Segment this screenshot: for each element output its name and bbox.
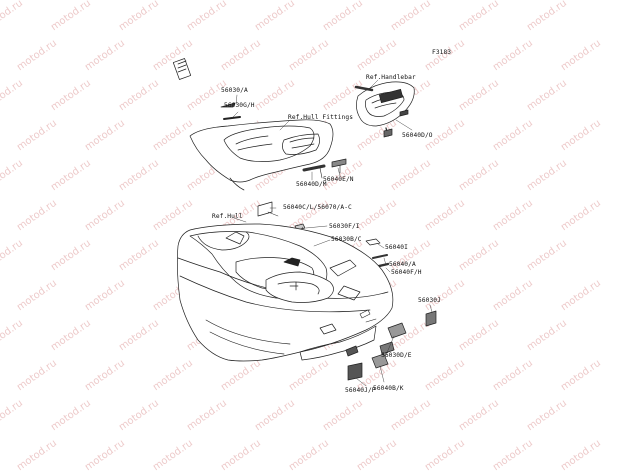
- figure-id: F3183: [432, 49, 452, 56]
- callout-ref-hull-fittings: Ref.Hull Fittings: [288, 114, 354, 121]
- callout-56030b-c: 56030B/C: [331, 236, 362, 243]
- callout-56040c: 56040C/L/56070/A-C: [283, 204, 352, 211]
- callout-56040b-k: 56040B/K: [373, 385, 404, 392]
- callout-56040f-h: 56040F/H: [391, 269, 422, 276]
- decal-56030-a: [220, 102, 236, 108]
- callout-56040i: 56040I: [385, 244, 408, 251]
- callout-56040e-n: 56040E/N: [323, 176, 354, 183]
- callout-56030-a: 56030/A: [221, 87, 248, 94]
- logo-decal-part: [172, 58, 192, 80]
- decal-56040e-n: [331, 158, 347, 168]
- decal-56030d-e-a: [387, 322, 407, 339]
- callout-56030d-e: 56030D/E: [381, 352, 412, 359]
- decal-56040d-m: [302, 164, 326, 172]
- callout-56030g-h: 56030G/H: [224, 102, 255, 109]
- decal-56040i: [365, 238, 381, 246]
- callout-56030f-i: 56030F/I: [329, 223, 360, 230]
- engine-cover: [189, 119, 334, 191]
- callout-56040-a: 56040/A: [389, 261, 416, 268]
- decal-56040-a: [372, 254, 388, 259]
- callout-56040d-o: 56040D/O: [402, 132, 433, 139]
- callout-56040d-m: 56040D/M: [296, 181, 327, 188]
- hull-body: [176, 223, 394, 362]
- callout-56040j-p: 56040J/P: [345, 387, 376, 394]
- decal-56030j: [425, 310, 437, 327]
- decal-56030d-e-b: [379, 341, 395, 355]
- callout-ref-hull: Ref.Hull: [212, 213, 243, 220]
- decal-56040j-p: [347, 362, 363, 381]
- callout-56030j: 56030J: [418, 297, 441, 304]
- handlebar-cover: [354, 81, 415, 138]
- decal-56040c: [257, 201, 273, 217]
- decal-56040b-k: [371, 353, 389, 369]
- callout-ref-handlebar: Ref.Handlebar: [366, 74, 416, 81]
